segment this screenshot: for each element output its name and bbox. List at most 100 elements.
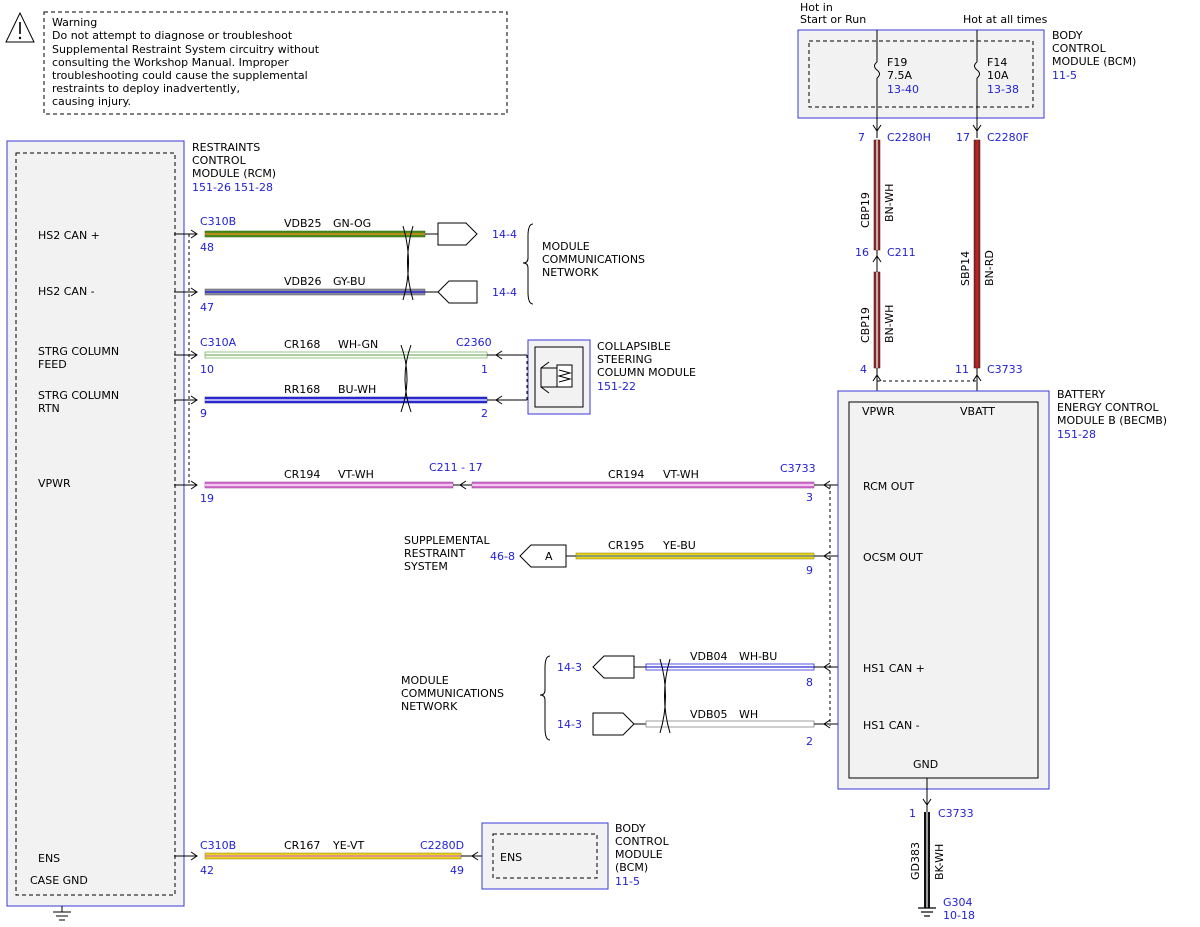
arrow-icon — [190, 395, 198, 405]
pin-11: 11 — [955, 363, 969, 376]
hot-run-1: Hot in — [800, 1, 833, 14]
becmb-inner-box — [848, 401, 1039, 779]
conn-c310b-top: C310B — [200, 215, 236, 228]
pin-8: 8 — [806, 676, 813, 689]
mcn-bottom-ref-minus[interactable]: 14-3 — [557, 718, 582, 731]
bcm-bottom-ref[interactable]: 11-5 — [615, 875, 640, 888]
fuse-f19-name: F19 — [887, 56, 907, 69]
srs-ref[interactable]: 46-8 — [490, 550, 515, 563]
rcm-pin-ens: ENS — [38, 852, 60, 865]
becmb-ref[interactable]: 151-28 — [1057, 428, 1096, 441]
conn-c3733-top: C3733 — [987, 363, 1023, 376]
wire-rr168[interactable] — [174, 395, 527, 405]
vdb25-color: GN-OG — [333, 217, 371, 230]
pin-2-c3733: 2 — [806, 735, 813, 748]
cbp19a-color: BN-WH — [883, 184, 896, 222]
rcm-pin-strg-rtn-2: RTN — [38, 402, 60, 415]
bcm-bottom-title-1: BODY — [615, 822, 646, 835]
bcm-top-title-2: CONTROL — [1052, 42, 1107, 55]
fuse-f14-name: F14 — [987, 56, 1007, 69]
fuse-f14-ref[interactable]: 13-38 — [987, 83, 1019, 96]
rr168-color: BU-WH — [338, 383, 376, 396]
arrow-icon — [922, 798, 932, 806]
wire-cr168[interactable] — [174, 350, 527, 360]
cr195-circuit: CR195 — [608, 539, 644, 552]
pin-48: 48 — [200, 241, 214, 254]
bcm-top-module — [797, 29, 1045, 119]
mcn-bottom-ref-plus[interactable]: 14-3 — [557, 661, 582, 674]
wire-vdb26[interactable] — [174, 280, 478, 304]
warning-line-7: causing injury. — [52, 95, 131, 108]
wire-vdb25[interactable] — [174, 222, 478, 246]
pin-1-gnd: 1 — [909, 807, 916, 820]
cbp19b-color: BN-WH — [883, 305, 896, 343]
pin-16: 16 — [855, 246, 869, 259]
bcm-top-ref[interactable]: 11-5 — [1052, 69, 1077, 82]
warning-line-4: consulting the Workshop Manual. Improper — [52, 56, 289, 69]
pin-47: 47 — [200, 301, 214, 314]
warning-box — [43, 11, 508, 115]
fuse-f19[interactable] — [874, 30, 880, 138]
rcm-pin-strg-rtn-1: STRG COLUMN — [38, 389, 119, 402]
rcm-pin-strg-feed-1: STRG COLUMN — [38, 345, 119, 358]
pin-19: 19 — [200, 492, 214, 505]
fuse-f19-ref[interactable]: 13-40 — [887, 83, 919, 96]
rcm-pin-strg-feed-2: FEED — [38, 358, 67, 371]
mcn-top-ref-plus[interactable]: 14-4 — [492, 228, 517, 241]
becmb-pin-vbatt: VBATT — [960, 405, 995, 418]
cr194b-circuit: CR194 — [608, 468, 644, 481]
rcm-pin-hs2-can-plus: HS2 CAN + — [38, 229, 100, 242]
rcm-title-3: MODULE (RCM) — [192, 167, 276, 180]
pin-17: 17 — [956, 131, 970, 144]
twisted-pair-bottom — [659, 658, 671, 734]
mcn-top-ref-minus[interactable]: 14-4 — [492, 286, 517, 299]
wire-gd383[interactable] — [918, 778, 936, 917]
wire-vdb05[interactable] — [592, 712, 850, 736]
sbp14-color: BN-RD — [983, 250, 996, 286]
becmb-pin-hs1-can-plus: HS1 CAN + — [863, 662, 925, 675]
fuse-icon — [874, 61, 880, 79]
pin-42: 42 — [200, 864, 214, 877]
bcm-bottom-title-2: CONTROL — [615, 835, 670, 848]
wire-cr167[interactable] — [174, 851, 493, 861]
connector-arrow-icon — [592, 655, 635, 679]
cr168-circuit: CR168 — [284, 338, 320, 351]
bcm-top-title-3: MODULE (BCM) — [1052, 55, 1136, 68]
bcm-bottom-module: ENS — [481, 822, 609, 890]
becmb-title-1: BATTERY — [1057, 388, 1105, 401]
arrow-icon — [972, 374, 982, 382]
vdb04-color: WH-BU — [739, 650, 777, 663]
wire-cbp19[interactable] — [872, 124, 882, 392]
becmb-title-3: MODULE B (BECMB) — [1057, 414, 1167, 427]
pin-3: 3 — [806, 491, 813, 504]
cbp19b-circuit: CBP19 — [859, 307, 872, 343]
fuse-f14[interactable] — [974, 30, 980, 138]
wire-sbp14[interactable] — [972, 124, 982, 392]
vdb05-color: WH — [739, 708, 758, 721]
wire-cr195[interactable] — [519, 544, 850, 568]
warning-block: Warning Do not attempt to diagnose or tr… — [5, 11, 508, 115]
wire-vdb04[interactable] — [592, 655, 850, 679]
mcn-bottom-2: COMMUNICATIONS — [401, 687, 504, 700]
arrow-icon — [872, 255, 882, 263]
vdb25-circuit: VDB25 — [284, 217, 322, 230]
ground-ref[interactable]: 10-18 — [943, 909, 975, 922]
pin-4: 4 — [860, 363, 867, 376]
pin-9-c3733: 9 — [806, 564, 813, 577]
warning-line-1: Warning — [52, 16, 97, 29]
rcm-ref-1[interactable]: 151-26 — [192, 181, 231, 194]
vdb05-circuit: VDB05 — [690, 708, 728, 721]
arrow-icon — [823, 551, 831, 561]
wire-cr194[interactable] — [174, 480, 850, 490]
steering-ref[interactable]: 151-22 — [597, 380, 636, 393]
mcn-bottom-1: MODULE — [401, 674, 449, 687]
arrow-icon — [823, 662, 831, 672]
rcm-ref-2[interactable]: 151-28 — [234, 181, 273, 194]
rcm-pin-hs2-can-minus: HS2 CAN - — [38, 285, 95, 298]
warning-line-6: restraints to deploy inadvertently, — [52, 82, 240, 95]
arrow-icon — [872, 124, 882, 132]
srs-line-1: SUPPLEMENTAL — [404, 534, 490, 547]
warning-line-5: troubleshooting could cause the suppleme… — [52, 69, 308, 82]
mcn-top-1: MODULE — [542, 240, 590, 253]
